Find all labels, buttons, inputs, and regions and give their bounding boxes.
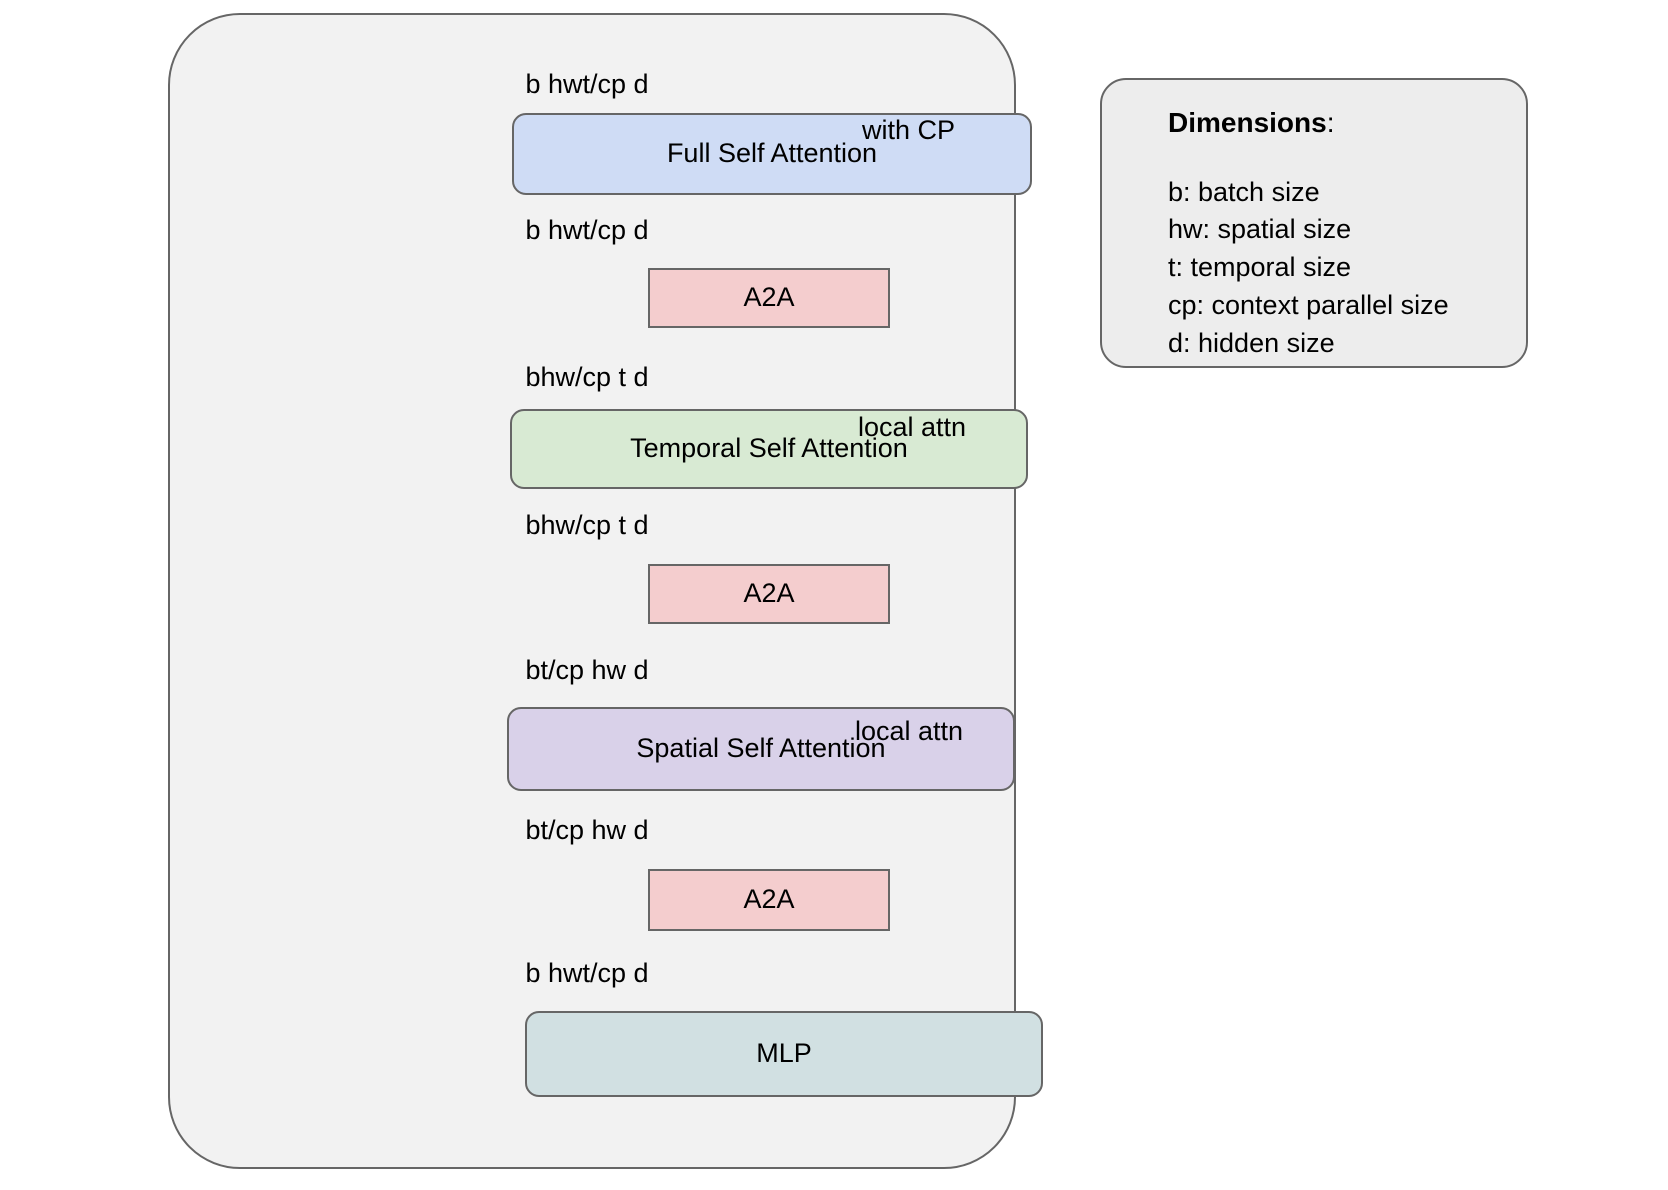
shape-label-a2a-1-input: b hwt/cp d: [525, 215, 649, 245]
shape-label-spatial-attn-input: bt/cp hw d: [525, 655, 649, 685]
legend-item-cp: cp: context parallel size: [1168, 289, 1449, 320]
node-label-spatial-self-attention: Spatial Self Attention: [636, 733, 886, 764]
shape-label-mlp-input: b hwt/cp d: [525, 958, 649, 988]
dimensions-legend-panel: Dimensions: b: batch size hw: spatial si…: [1100, 78, 1528, 368]
node-label-mlp: MLP: [756, 1038, 812, 1069]
annotation-local-attn-spatial: local attn: [855, 716, 964, 746]
shape-label-a2a-2-input: bhw/cp t d: [525, 510, 649, 540]
node-a2a-3[interactable]: A2A: [648, 869, 890, 931]
node-label-a2a-2: A2A: [743, 578, 795, 609]
annotation-with-cp: with CP: [862, 115, 956, 145]
shape-label-full-attn-input: b hwt/cp d: [525, 69, 649, 99]
shape-label-a2a-3-input: bt/cp hw d: [525, 815, 649, 845]
legend-title-suffix: :: [1326, 107, 1335, 138]
node-label-a2a-1: A2A: [743, 282, 795, 313]
node-spatial-self-attention[interactable]: Spatial Self Attention: [507, 707, 1015, 791]
legend-item-b: b: batch size: [1168, 176, 1320, 207]
transformer-block-container: b hwt/cp d Full Self Attention b hwt/cp …: [168, 13, 1043, 1169]
legend-title-keyword: Dimensions: [1168, 107, 1327, 138]
node-mlp[interactable]: MLP: [525, 1011, 1043, 1097]
node-a2a-2[interactable]: A2A: [648, 564, 890, 624]
legend-item-t: t: temporal size: [1168, 252, 1352, 283]
node-a2a-1[interactable]: A2A: [648, 268, 890, 328]
node-full-self-attention[interactable]: Full Self Attention: [512, 113, 1032, 195]
legend-item-hw: hw: spatial size: [1168, 214, 1352, 245]
node-label-full-self-attention: Full Self Attention: [666, 138, 878, 169]
legend-item-d: d: hidden size: [1168, 327, 1335, 358]
shape-label-temporal-attn-input: bhw/cp t d: [525, 362, 649, 392]
annotation-local-attn-temporal: local attn: [858, 412, 967, 442]
node-label-a2a-3: A2A: [743, 884, 795, 915]
node-temporal-self-attention[interactable]: Temporal Self Attention: [510, 409, 1028, 489]
legend-title: Dimensions:: [1168, 106, 1526, 140]
node-label-temporal-self-attention: Temporal Self Attention: [630, 433, 908, 464]
